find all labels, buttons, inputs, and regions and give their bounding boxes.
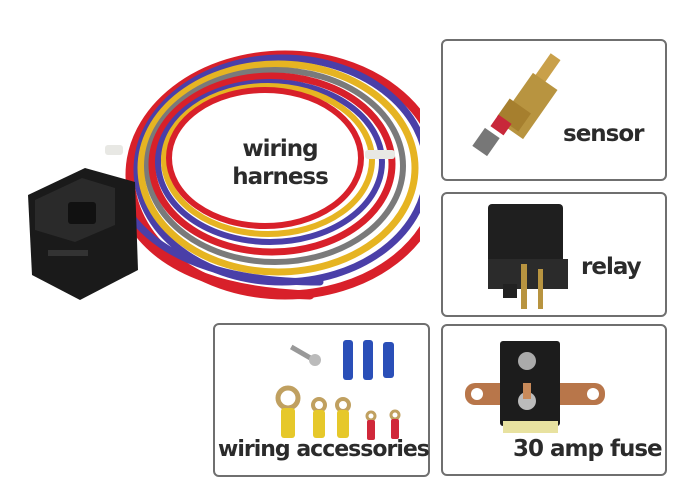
relay-icon	[488, 204, 568, 309]
relay-label: relay	[581, 254, 642, 280]
terminals-icon	[275, 340, 401, 440]
temperature-sensor-icon	[472, 53, 561, 157]
fuse-label: 30 amp fuse	[513, 436, 663, 462]
relay-socket-connector	[28, 168, 138, 300]
relay-panel: relay	[441, 192, 667, 317]
accessories-panel: wiring accessories	[213, 323, 430, 477]
harness-label-line2: harness	[232, 164, 329, 190]
sensor-label: sensor	[563, 121, 644, 147]
wire-coil-icon	[28, 50, 420, 300]
harness-label: wiring harness	[230, 135, 330, 191]
fuse-panel: 30 amp fuse	[441, 324, 667, 476]
accessories-label: wiring accessories	[218, 437, 430, 462]
harness-label-line1: wiring	[242, 136, 318, 162]
sensor-panel: sensor	[441, 39, 667, 181]
wiring-harness-product: wiring harness	[20, 20, 420, 320]
circuit-breaker-icon	[465, 341, 605, 433]
